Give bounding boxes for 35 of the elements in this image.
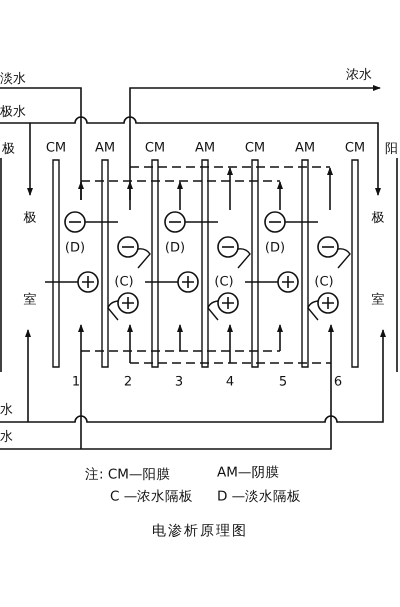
- membrane-label: CM: [244, 142, 266, 154]
- spacer-label: (D): [264, 242, 286, 254]
- electrode-label: 阳: [385, 142, 398, 156]
- membrane-label: AM: [294, 142, 316, 154]
- flow-label: 淡水: [0, 72, 26, 86]
- membrane-label: CM: [144, 142, 166, 154]
- spacer-label: (C): [214, 276, 234, 288]
- chamber-number: 3: [174, 376, 184, 388]
- flow-label: 极水: [0, 106, 26, 118]
- electrode-label: 极: [2, 142, 15, 156]
- spacer-label: (D): [164, 242, 186, 254]
- caption: 电渗析原理图: [152, 524, 248, 538]
- chamber-number: 6: [334, 376, 342, 388]
- chamber-number: 4: [226, 376, 234, 388]
- note: 注: CM—阳膜: [85, 468, 170, 482]
- chamber-label: 室: [24, 294, 36, 306]
- note: AM—阴膜: [217, 466, 280, 480]
- chamber-number: 2: [124, 376, 132, 388]
- note: C —浓水隔板: [110, 490, 194, 504]
- spacer-label: (C): [314, 276, 334, 288]
- membrane-label: AM: [194, 142, 216, 154]
- membrane-label: AM: [94, 142, 116, 154]
- chamber-number: 5: [278, 376, 288, 388]
- chamber-label: 极: [372, 212, 384, 224]
- membrane-label: CM: [344, 142, 366, 154]
- chamber-label: 极: [24, 212, 36, 224]
- flow-label: 浓水: [346, 68, 372, 82]
- chamber-label: 室: [372, 294, 384, 306]
- chamber-number: 1: [72, 376, 80, 388]
- flow-label: 水: [0, 404, 13, 416]
- membrane-label: CM: [46, 142, 66, 154]
- note: D —淡水隔板: [217, 490, 302, 504]
- flow-label: 水: [0, 430, 13, 444]
- spacer-label: (D): [64, 242, 86, 254]
- spacer-label: (C): [114, 276, 134, 288]
